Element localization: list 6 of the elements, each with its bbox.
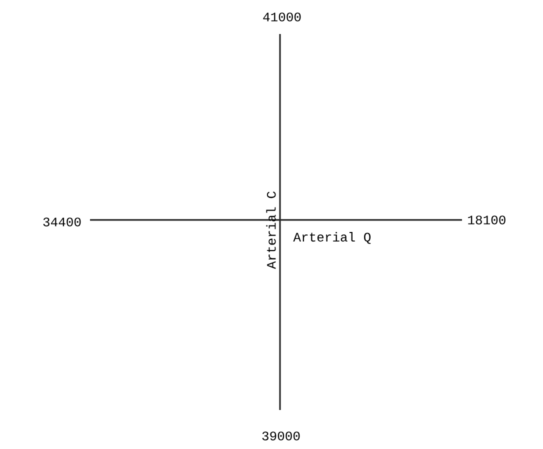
road-label: Arterial Q xyxy=(293,232,371,244)
traffic-volume: 39000 xyxy=(262,432,300,440)
traffic-volume: 34400 xyxy=(43,218,81,226)
road-label: Arterial C xyxy=(266,192,276,269)
traffic-volume: 18100 xyxy=(468,216,506,224)
traffic-volume: 41000 xyxy=(263,12,301,22)
